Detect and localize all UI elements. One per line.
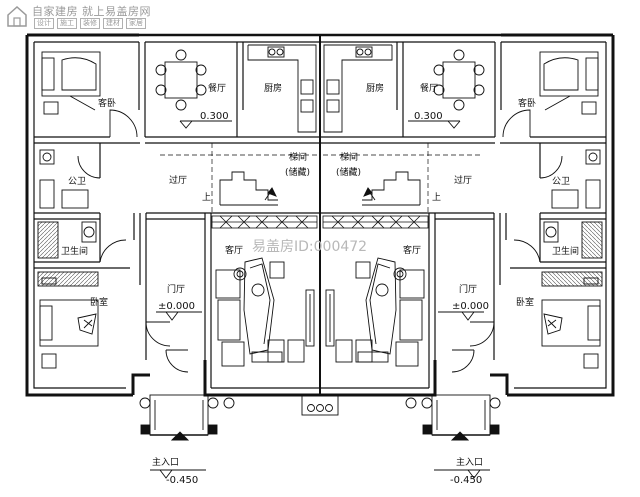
- left-foyer-level-marker: [156, 311, 202, 321]
- watermark-tag: 施工: [57, 18, 77, 29]
- left-label-storage: (储藏): [285, 166, 310, 178]
- left-label-guest-bedroom: 客卧: [98, 97, 116, 109]
- left-sofa-set: [215, 257, 305, 367]
- right-label-hall: 过厅: [454, 174, 472, 186]
- watermark-id: 易盖房ID:000472: [252, 239, 368, 255]
- left-label-public-wc: 公卫: [68, 176, 86, 187]
- right-label-bedroom: 卧室: [516, 296, 534, 308]
- left-guest-door: [109, 109, 138, 138]
- watermark-tag: 设计: [34, 18, 54, 29]
- right-level-entrance: -0.450: [450, 475, 482, 486]
- left-label-hall: 过厅: [169, 174, 187, 186]
- watermark-tags: 设计 施工 装修 建材 家居: [34, 18, 146, 29]
- right-room-labels: 客卧 餐厅 厨房 梯间 (储藏) 过厅 上 公卫 卫生间 客厅 门厅 卧室 主入…: [336, 82, 579, 486]
- watermark-brand: 自家建房 就上易盖房网: [32, 5, 151, 18]
- left-guest-bed: [41, 51, 101, 115]
- left-dining-table: [155, 49, 207, 111]
- watermark-header: 自家建房 就上易盖房网 设计 施工 装修 建材 家居: [4, 3, 204, 33]
- left-label-entrance: 主入口: [152, 456, 179, 468]
- left-label-foyer: 门厅: [167, 283, 185, 295]
- left-living-window-strip: [211, 215, 318, 229]
- watermark-tag: 装修: [80, 18, 100, 29]
- right-label-public-wc: 公卫: [552, 176, 570, 187]
- center-columns: [301, 394, 339, 416]
- left-level-dining: 0.300: [200, 111, 229, 122]
- left-bathroom: [37, 221, 127, 263]
- left-label-kitchen: 厨房: [264, 82, 282, 94]
- watermark-tag: 家居: [126, 18, 146, 29]
- left-level-foyer: ±0.000: [158, 301, 195, 312]
- right-label-dining: 餐厅: [420, 82, 438, 94]
- left-public-wc: [39, 149, 101, 209]
- right-label-stair: 梯间: [340, 151, 358, 163]
- left-label-dining: 餐厅: [208, 82, 226, 94]
- left-label-up: 上: [202, 192, 211, 203]
- right-label-bathroom: 卫生间: [552, 245, 579, 257]
- right-level-foyer: ±0.000: [452, 301, 489, 312]
- left-kitchen-counter: [247, 44, 317, 133]
- left-entrance: [140, 349, 218, 479]
- left-columns: [139, 397, 235, 409]
- right-label-guest-bedroom: 客卧: [518, 97, 536, 109]
- right-label-kitchen: 厨房: [366, 82, 384, 94]
- right-label-storage: (储藏): [336, 166, 361, 178]
- left-room-labels: 客卧 餐厅 厨房 梯间 (储藏) 过厅 上 公卫 卫生间 客厅 门厅 卧室 主入…: [61, 82, 310, 486]
- left-master-bed: [37, 271, 99, 369]
- left-tv-cabinet: [305, 289, 315, 347]
- right-label-living: 客厅: [403, 244, 421, 256]
- left-label-stair: 梯间: [289, 151, 307, 163]
- right-label-foyer: 门厅: [459, 283, 477, 295]
- left-label-bedroom: 卧室: [90, 296, 108, 308]
- right-level-dining: 0.300: [414, 111, 443, 122]
- left-dining-level-marker: [179, 120, 232, 129]
- right-label-entrance: 主入口: [456, 456, 483, 468]
- left-stairs: [219, 171, 278, 206]
- house-logo-icon: [7, 5, 27, 27]
- left-unit-plan: [25, 33, 321, 479]
- left-bedroom-door: [145, 321, 171, 347]
- left-inner-walls: [33, 41, 320, 389]
- watermark-tag: 建材: [103, 18, 123, 29]
- left-label-living: 客厅: [225, 244, 243, 256]
- left-level-entrance: -0.450: [166, 475, 198, 486]
- left-label-bathroom: 卫生间: [61, 245, 88, 257]
- right-label-up: 上: [432, 192, 441, 203]
